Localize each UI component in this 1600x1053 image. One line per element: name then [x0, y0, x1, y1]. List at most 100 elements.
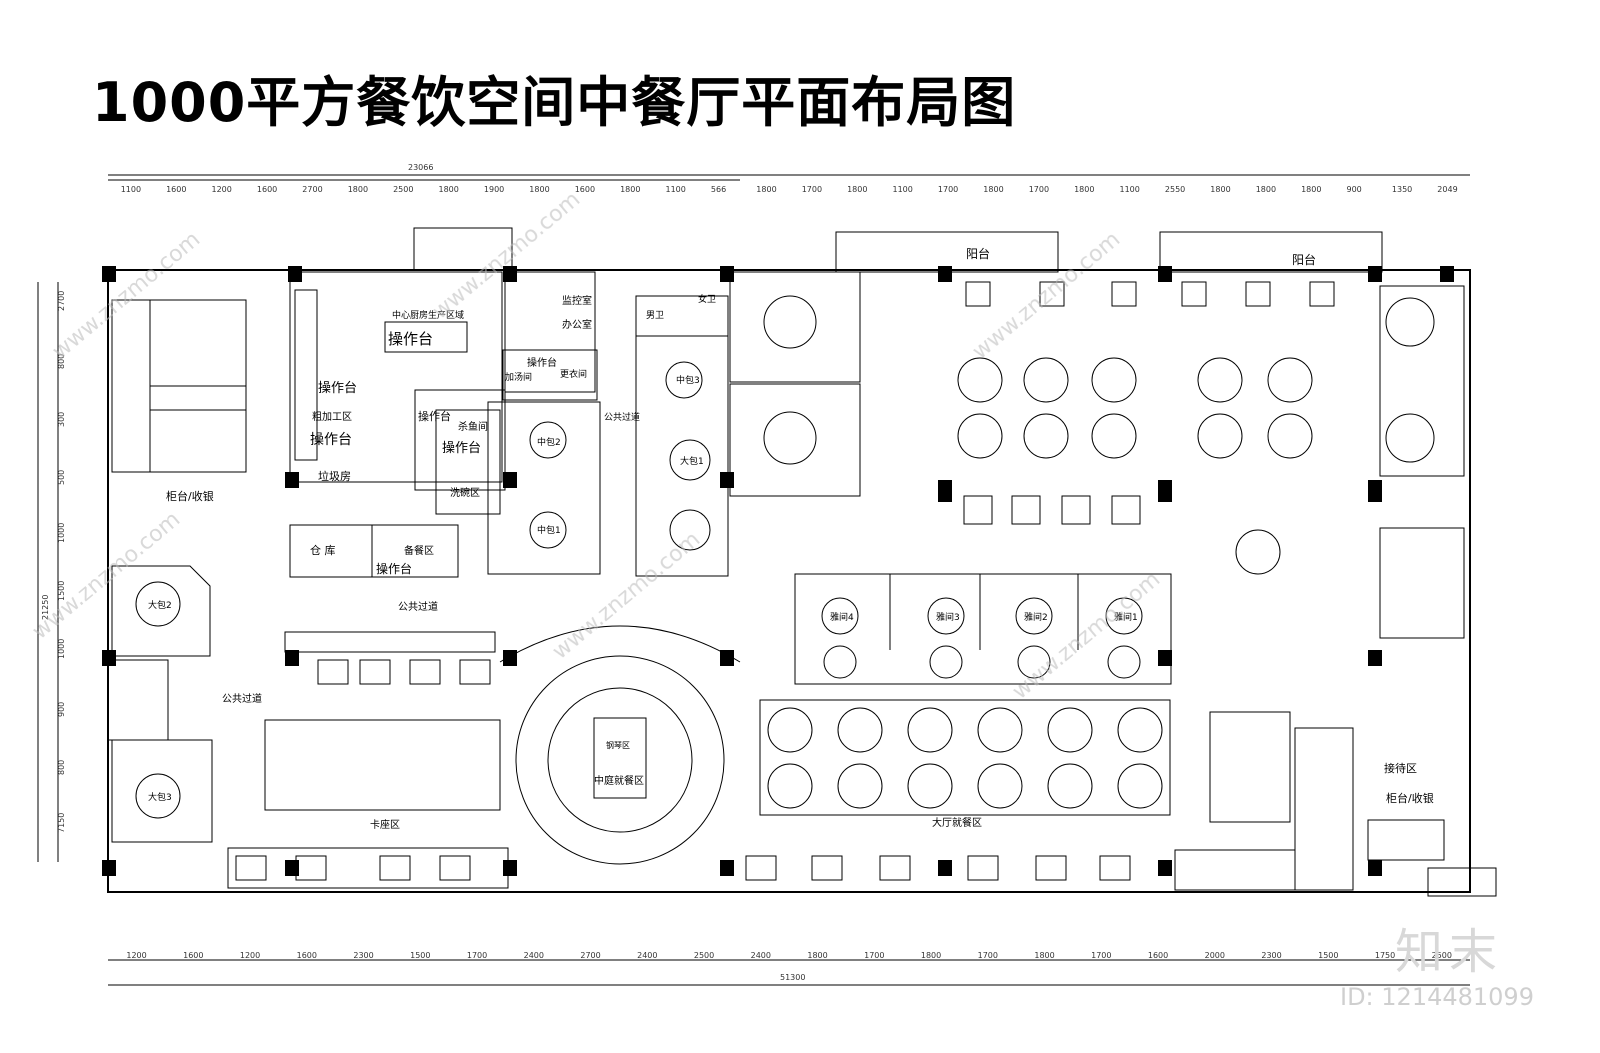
dim-value: 900 [57, 702, 66, 717]
label-reception: 接待区 [1384, 761, 1417, 775]
dim-value: 1600 [1148, 951, 1168, 960]
label-fish-counter: 操作台 [442, 440, 481, 456]
label-big2: 大包2 [148, 599, 172, 611]
label-soup-room: 加汤间 [505, 371, 532, 383]
label-hall: 大厅就餐区 [932, 816, 982, 829]
balcony-right [1159, 231, 1383, 273]
label-corridor-1: 公共过道 [604, 411, 640, 423]
label-piano: 钢琴区 [606, 740, 630, 750]
label-elegant2: 雅间2 [1024, 611, 1048, 623]
label-garbage: 垃圾房 [318, 469, 351, 483]
dim-value: 1200 [240, 951, 260, 960]
label-kitchen: 中心厨房生产区域 [392, 309, 464, 321]
dim-value: 1800 [1210, 185, 1230, 194]
dim-value: 2300 [353, 951, 373, 960]
dim-value: 7150 [57, 813, 66, 833]
dim-value: 900 [1347, 185, 1362, 194]
dim-value: 800 [57, 760, 66, 775]
dim-value: 2700 [302, 185, 322, 194]
structural-columns [102, 266, 1454, 876]
dim-value: 2500 [1432, 951, 1452, 960]
label-balcony-2: 阳台 [1292, 252, 1316, 267]
label-serving-counter: 操作台 [376, 561, 412, 576]
dim-top-total: 23066 [408, 163, 433, 172]
label-elegant3: 雅间3 [936, 611, 960, 623]
dim-value: 1100 [666, 185, 686, 194]
dim-value: 1600 [257, 185, 277, 194]
dim-value: 1700 [978, 951, 998, 960]
dim-value: 1700 [938, 185, 958, 194]
dim-value: 1500 [410, 951, 430, 960]
dim-value: 1000 [57, 523, 66, 543]
label-corridor-2: 公共过道 [398, 600, 438, 613]
big-room-2 [111, 565, 211, 657]
dim-value: 1700 [1091, 951, 1111, 960]
label-male-wc: 男卫 [646, 310, 664, 321]
dim-value: 1800 [847, 185, 867, 194]
dim-value: 1500 [57, 581, 66, 601]
dim-value: 2700 [580, 951, 600, 960]
label-female-wc: 女卫 [698, 293, 716, 305]
label-cook-counter-a: 操作台 [388, 330, 433, 348]
label-big3: 大包3 [148, 791, 172, 803]
dim-value: 566 [711, 185, 726, 194]
dim-value: 300 [57, 412, 66, 427]
dim-value: 1100 [121, 185, 141, 194]
building-outline [107, 269, 1471, 893]
label-booth: 卡座区 [370, 818, 400, 831]
label-counter-left: 柜台/收银 [166, 489, 214, 503]
dim-value: 1200 [212, 185, 232, 194]
image-id: ID: 1214481099 [1340, 983, 1534, 1011]
dim-value: 2049 [1437, 185, 1457, 194]
label-pr3: 中包3 [676, 374, 700, 386]
watermark-layer: www.znzmo.com www.znzmo.com www.znzmo.co… [28, 187, 1165, 705]
dim-value: 1900 [484, 185, 504, 194]
dim-value: 2000 [1205, 951, 1225, 960]
balcony-left [413, 227, 513, 271]
plan-title: 1000平方餐饮空间中餐厅平面布局图 [92, 71, 1017, 134]
dim-value: 1600 [297, 951, 317, 960]
big-room-3 [111, 739, 213, 843]
dim-value: 2500 [694, 951, 714, 960]
label-soup-counter: 操作台 [527, 356, 557, 369]
square-tables [235, 281, 1335, 881]
label-rough-counter: 操作台 [310, 432, 352, 448]
dim-value: 1600 [183, 951, 203, 960]
dim-value: 1800 [756, 185, 776, 194]
dim-value: 1800 [1034, 951, 1054, 960]
dim-value: 2400 [637, 951, 657, 960]
label-serving-prep: 备餐区 [404, 544, 434, 557]
dim-value: 1800 [1301, 185, 1321, 194]
label-rough-work: 粗加工区 [312, 411, 352, 423]
dim-value: 1700 [864, 951, 884, 960]
kitchen-block [289, 271, 503, 483]
dim-value: 1600 [575, 185, 595, 194]
label-pr2: 中包2 [537, 436, 561, 448]
label-office: 办公室 [562, 318, 592, 331]
hall-tables [759, 699, 1171, 816]
dim-value: 1700 [1029, 185, 1049, 194]
dim-value: 2400 [751, 951, 771, 960]
dim-value: 1350 [1392, 185, 1412, 194]
label-change-room: 更衣间 [560, 368, 587, 380]
dim-value: 1700 [802, 185, 822, 194]
piano-area [593, 717, 647, 799]
booth-block [264, 719, 501, 811]
dim-value: 1800 [921, 951, 941, 960]
label-fish-room: 杀鱼间 [458, 420, 488, 433]
dim-value: 1800 [1074, 185, 1094, 194]
dim-left-total: 21250 [41, 595, 50, 620]
elegant-rooms-block [794, 573, 1172, 685]
dim-bottom-total: 51300 [780, 973, 805, 982]
svg-text:www.znzmo.com: www.znzmo.com [28, 507, 185, 645]
reception-desk [1209, 711, 1291, 823]
brand-logo: 知末 [1395, 924, 1504, 980]
dim-value: 1750 [1375, 951, 1395, 960]
label-elegant1: 雅间1 [1114, 611, 1138, 623]
label-elegant4: 雅间4 [830, 611, 854, 623]
dim-value: 800 [57, 354, 66, 369]
